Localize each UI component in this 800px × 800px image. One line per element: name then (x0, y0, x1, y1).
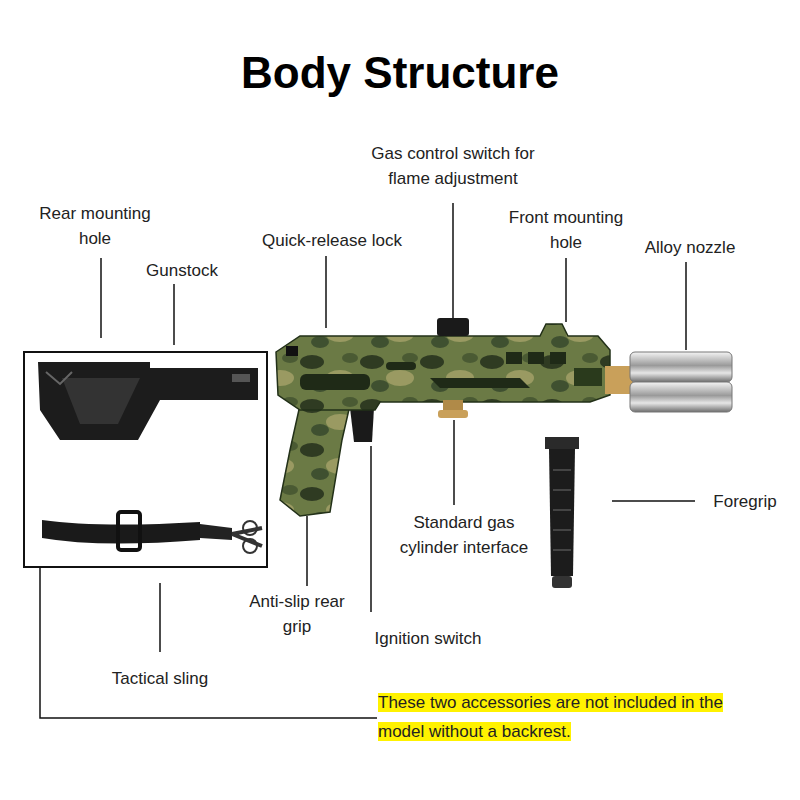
part-label: Front mounting hole (494, 205, 639, 255)
gunstock-drawing (38, 362, 258, 440)
part-label: Ignition switch (328, 626, 528, 651)
part-label: Tactical sling (60, 666, 260, 691)
part-label: Anti-slip rear grip (233, 589, 361, 639)
sling-drawing (42, 512, 262, 553)
part-label: Standard gas cylinder interface (389, 510, 539, 560)
note: These two accessories are not included i… (378, 688, 728, 746)
title: Body Structure (0, 48, 800, 98)
note-text: These two accessories are not included i… (378, 693, 723, 741)
part-label: Foregrip (695, 489, 795, 514)
part-label: Gunstock (117, 258, 247, 283)
accessory-frame (24, 352, 267, 567)
part-label: Quick-release lock (232, 228, 432, 253)
part-label: Rear mounting hole (25, 201, 165, 251)
part-label: Alloy nozzle (615, 235, 765, 260)
part-label: Gas control switch for flame adjustment (357, 141, 549, 191)
flamethrower-body (276, 318, 633, 516)
nozzle-drawing (630, 352, 732, 412)
foregrip-drawing (545, 437, 579, 588)
leader-lines (40, 203, 695, 718)
